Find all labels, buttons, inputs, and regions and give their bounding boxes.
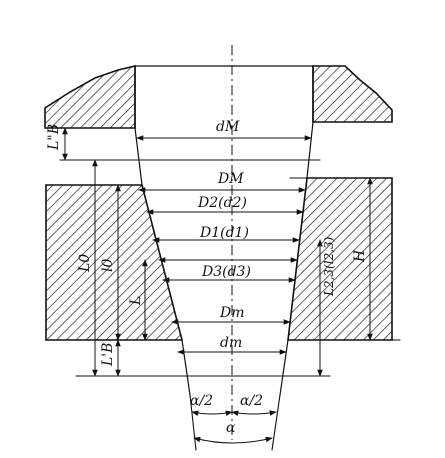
left-vertical-dimensions <box>62 127 148 377</box>
label-L0-outer: L0 <box>77 254 93 273</box>
vertical-labels: L"B L0 l0 L L'B H L2,3(l2,3) <box>46 124 368 367</box>
alpha-arc <box>193 436 273 444</box>
reference-lines <box>44 127 401 377</box>
label-Dm: Dm <box>219 305 245 321</box>
upper-block-left <box>44 64 136 129</box>
label-D1d1: D1(d1) <box>199 225 249 241</box>
label-alpha: α <box>226 420 236 436</box>
label-dm: dm <box>220 335 242 351</box>
right-vertical-dimensions <box>317 177 373 377</box>
angle-dimensions: α/2 α/2 α <box>190 393 277 444</box>
alpha-half-left-arc <box>191 410 233 416</box>
label-DM: DM <box>217 171 244 187</box>
lower-block <box>45 177 393 341</box>
label-LB-top: L"B <box>46 124 62 151</box>
alpha-half-right-arc <box>231 410 277 416</box>
upper-block-right <box>312 65 393 123</box>
diameter-dimensions <box>136 135 312 355</box>
cone-edges <box>134 65 314 451</box>
diameter-labels: dM DM D2(d2) D1(d1) D3(d3) Dm dm <box>197 119 251 351</box>
label-alpha-half-left: α/2 <box>190 393 213 409</box>
label-L-short: L <box>128 296 144 306</box>
lower-block-right <box>287 177 393 341</box>
label-dM: dM <box>216 119 240 135</box>
label-LB-bottom: L'B <box>100 343 116 367</box>
label-L23: L2,3(l2,3) <box>322 236 336 297</box>
label-D3d3: D3(d3) <box>201 264 251 280</box>
label-H: H <box>352 249 368 263</box>
label-D2d2: D2(d2) <box>197 195 247 211</box>
label-alpha-half-right: α/2 <box>240 393 263 409</box>
label-L0-inner: l0 <box>100 259 116 272</box>
